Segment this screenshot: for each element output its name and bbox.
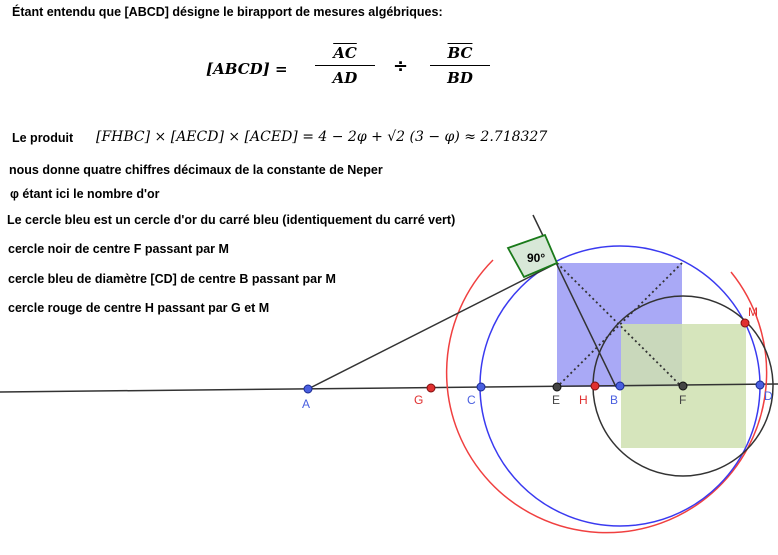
label-d: D — [764, 389, 773, 403]
label-f: F — [679, 393, 686, 407]
black-circle-text: cercle noir de centre F passant par M — [8, 242, 229, 256]
label-m: M — [748, 305, 758, 319]
label-g: G — [414, 393, 423, 407]
point-e[interactable] — [552, 382, 562, 392]
definition-text: Étant entendu que [ABCD] désigne le bira… — [12, 5, 443, 19]
phi-text: φ étant ici le nombre d'or — [10, 187, 160, 201]
red-circle-text: cercle rouge de centre H passant par G e… — [8, 301, 270, 315]
product-formula: [FHBC] × [AECD] × [ACED] = 4 − 2φ + √2 (… — [96, 129, 548, 145]
point-c[interactable] — [476, 382, 486, 392]
angle-label: 90° — [527, 251, 545, 265]
fraction-numerator-bc: BC — [447, 44, 473, 62]
label-b: B — [610, 393, 618, 407]
line-a-to-vertex — [307, 262, 558, 390]
main-line — [0, 383, 778, 393]
cross-ratio-lhs: [ABCD] = — [206, 60, 288, 78]
red-circle — [445, 259, 768, 534]
right-angle-marker — [506, 233, 559, 279]
fraction-bar — [315, 65, 375, 66]
fraction-numerator-ac: AC — [333, 44, 357, 62]
fraction-bar — [430, 65, 490, 66]
fraction-bc-bd: BC BD — [430, 44, 490, 89]
point-h[interactable] — [590, 381, 600, 391]
blue-square-diagonal — [556, 262, 683, 388]
product-label: Le produit — [12, 131, 74, 145]
fraction-denominator-bd: BD — [447, 69, 473, 87]
neper-text: nous donne quatre chiffres décimaux de l… — [9, 163, 383, 177]
point-m[interactable] — [740, 318, 750, 328]
blue-square-diagonal — [556, 262, 683, 388]
label-e: E — [552, 393, 560, 407]
blue-circle-diameter-text: cercle bleu de diamètre [CD] de centre B… — [8, 272, 336, 286]
label-a: A — [302, 397, 310, 411]
division-symbol: ÷ — [393, 56, 409, 77]
point-b[interactable] — [615, 381, 625, 391]
point-f[interactable] — [678, 381, 688, 391]
blue-circle-text: Le cercle bleu est un cercle d'or du car… — [7, 213, 456, 227]
point-a[interactable] — [303, 384, 313, 394]
point-g[interactable] — [426, 383, 436, 393]
fraction-denominator-ad: AD — [332, 69, 358, 87]
point-d[interactable] — [755, 380, 765, 390]
fraction-ac-ad: AC AD — [315, 44, 375, 89]
label-c: C — [467, 393, 476, 407]
label-h: H — [579, 393, 588, 407]
